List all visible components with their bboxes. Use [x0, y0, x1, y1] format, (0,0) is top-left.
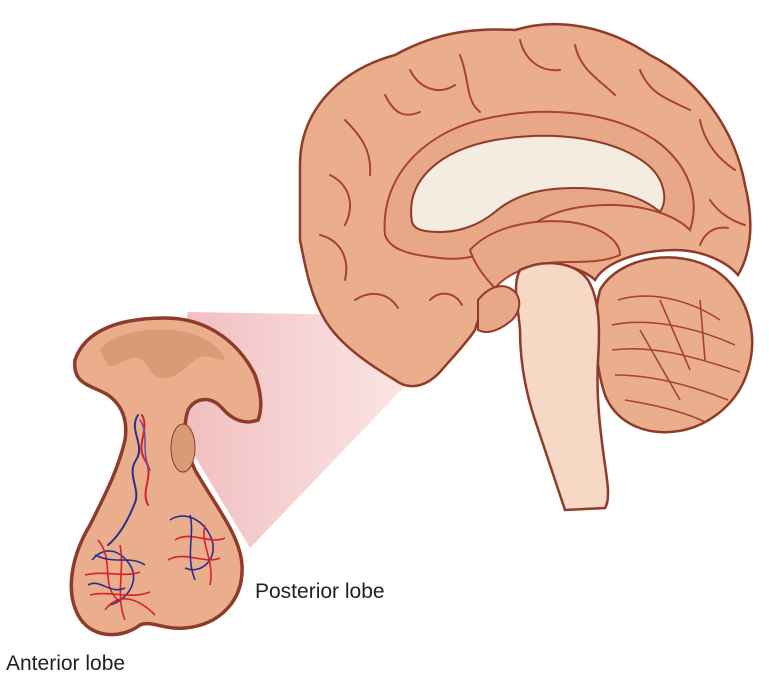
anterior-lobe-label: Anterior lobe — [6, 652, 125, 676]
posterior-lobe-label: Posterior lobe — [255, 580, 385, 604]
brain-sagittal — [300, 24, 752, 510]
posterior-lobe-bulge — [171, 424, 195, 472]
brainstem — [516, 263, 608, 510]
hypothalamus — [478, 286, 519, 332]
cerebellum — [595, 257, 752, 432]
